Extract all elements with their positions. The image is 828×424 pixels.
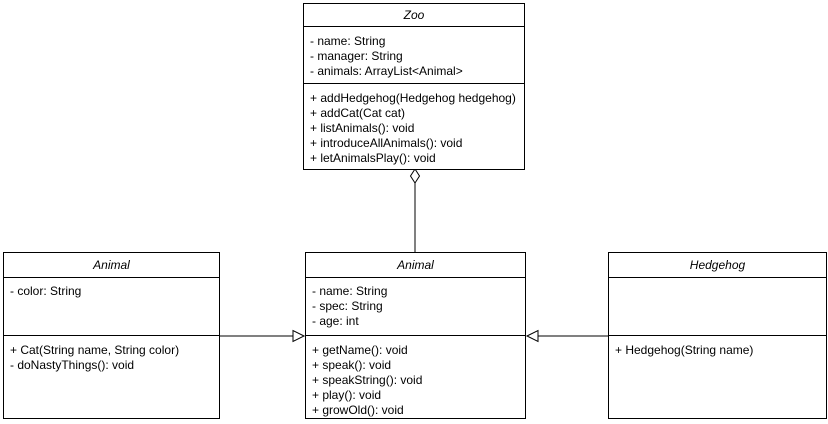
class-box-zoo: Zoo - name: String- manager: String- ani…	[303, 3, 525, 170]
aggregation-connector-zoo-animal	[409, 168, 421, 252]
member-line: - doNastyThings(): void	[10, 358, 135, 372]
class-title: Hedgehog	[609, 253, 826, 278]
class-methods: + Hedgehog(String name)	[609, 336, 826, 418]
class-box-hedgehog: Hedgehog + Hedgehog(String name)	[608, 252, 827, 419]
member-line: - name: String	[312, 284, 388, 298]
member-line: - name: String	[310, 34, 386, 48]
member-line: - manager: String	[310, 49, 403, 63]
open-triangle-right-icon	[292, 329, 306, 343]
member-line: - color: String	[10, 284, 82, 298]
member-line: + addHedgehog(Hedgehog hedgehog)	[310, 91, 516, 105]
class-title: Animal	[306, 253, 525, 278]
class-title: Animal	[4, 253, 219, 278]
generalization-connector-left-animal	[219, 329, 306, 343]
member-line: + introduceAllAnimals(): void	[310, 136, 463, 150]
member-line: + letAnimalsPlay(): void	[310, 151, 436, 165]
member-line: - animals: ArrayList<Animal>	[310, 64, 463, 78]
member-line: + addCat(Cat cat)	[310, 106, 406, 120]
member-line: + speak(): void	[312, 358, 392, 372]
member-line: - age: int	[312, 314, 359, 328]
member-line: + play(): void	[312, 388, 382, 402]
class-methods: + Cat(String name, String color)- doNast…	[4, 336, 219, 418]
class-box-animal-center: Animal - name: String- spec: String- age…	[305, 252, 526, 419]
generalization-connector-hedgehog-animal	[525, 329, 608, 343]
member-line: + getName(): void	[312, 343, 408, 357]
member-line: + listAnimals(): void	[310, 121, 415, 135]
class-methods: + getName(): void+ speak(): void+ speakS…	[306, 336, 525, 418]
open-diamond-icon	[409, 168, 421, 184]
class-attributes	[609, 278, 826, 336]
class-box-animal-left: Animal - color: String + Cat(String name…	[3, 252, 220, 419]
class-attributes: - color: String	[4, 278, 219, 336]
member-line: + Hedgehog(String name)	[615, 343, 754, 357]
class-attributes: - name: String- spec: String- age: int	[306, 278, 525, 336]
member-line: + growOld(): void	[312, 403, 404, 417]
class-attributes: - name: String- manager: String- animals…	[304, 27, 524, 84]
class-title: Zoo	[304, 4, 524, 27]
class-methods: + addHedgehog(Hedgehog hedgehog)+ addCat…	[304, 84, 524, 169]
member-line: + Cat(String name, String color)	[10, 343, 180, 357]
member-line: + speakString(): void	[312, 373, 423, 387]
open-triangle-left-icon	[525, 329, 539, 343]
member-line: - spec: String	[312, 299, 383, 313]
